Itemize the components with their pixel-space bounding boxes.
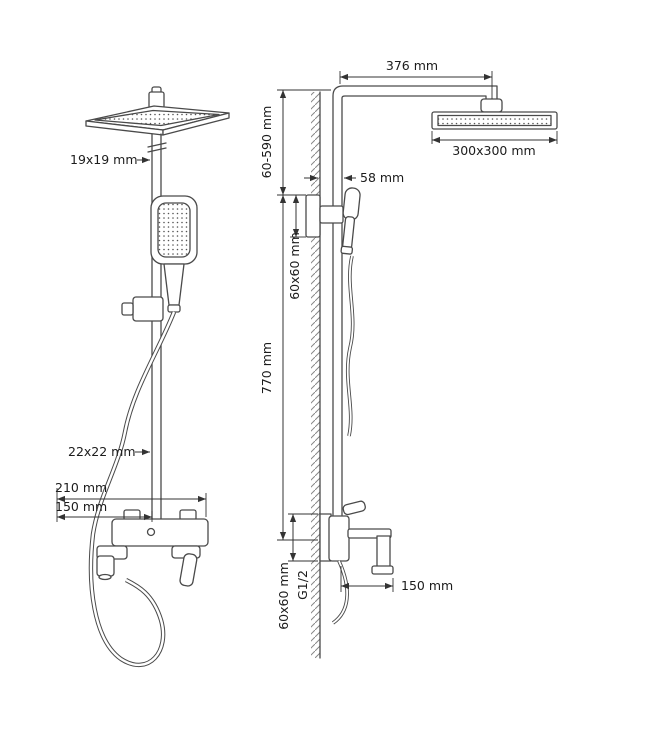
side-view-dimensions: 376 mm 300x300 mm 60-590 mm 58 mm 60x60 … <box>259 58 558 630</box>
slide-bracket-side <box>305 194 344 238</box>
hand-shower-hose-side <box>345 255 355 437</box>
outlet-hose-side <box>331 560 349 625</box>
dim-22x22-label: 22x22 mm <box>68 444 136 459</box>
front-view-dimensions: 19x19 mm 22x22 mm 210 mm 150 mm <box>55 152 207 522</box>
dim-60-590-label: 60-590 mm <box>259 106 274 179</box>
dim-210-label: 210 mm <box>55 480 107 495</box>
dim-770-label: 770 mm <box>259 342 274 394</box>
overhead-shower-front <box>85 86 230 136</box>
dim-g12-label: G1/2 <box>295 570 310 600</box>
mixer-side <box>319 500 394 575</box>
dim-376-label: 376 mm <box>386 58 438 73</box>
dim-58-label: 58 mm <box>360 170 404 185</box>
front-view: 19x19 mm 22x22 mm 210 mm 150 mm <box>55 86 230 668</box>
dim-300x300-label: 300x300 mm <box>452 143 535 158</box>
dim-60x60-upper-label: 60x60 mm <box>287 232 302 300</box>
ball-joint-side <box>480 98 503 113</box>
dim-19x19-label: 19x19 mm <box>70 152 138 167</box>
hand-shower-side <box>340 187 361 255</box>
shower-rail-front <box>147 133 167 520</box>
overhead-shower-side <box>431 111 558 130</box>
dim-150-right-label: 150 mm <box>401 578 453 593</box>
mixer-front <box>96 509 209 587</box>
side-view: 376 mm 300x300 mm 60-590 mm 58 mm 60x60 … <box>259 58 558 659</box>
dim-60x60-lower-label: 60x60 mm <box>276 562 291 630</box>
slide-bracket-front <box>121 296 164 322</box>
shower-hose-front <box>88 311 177 668</box>
hand-shower-front <box>150 195 198 313</box>
dim-150-left-label: 150 mm <box>55 499 107 514</box>
wall-section <box>311 91 321 659</box>
shower-column-side <box>332 85 503 516</box>
